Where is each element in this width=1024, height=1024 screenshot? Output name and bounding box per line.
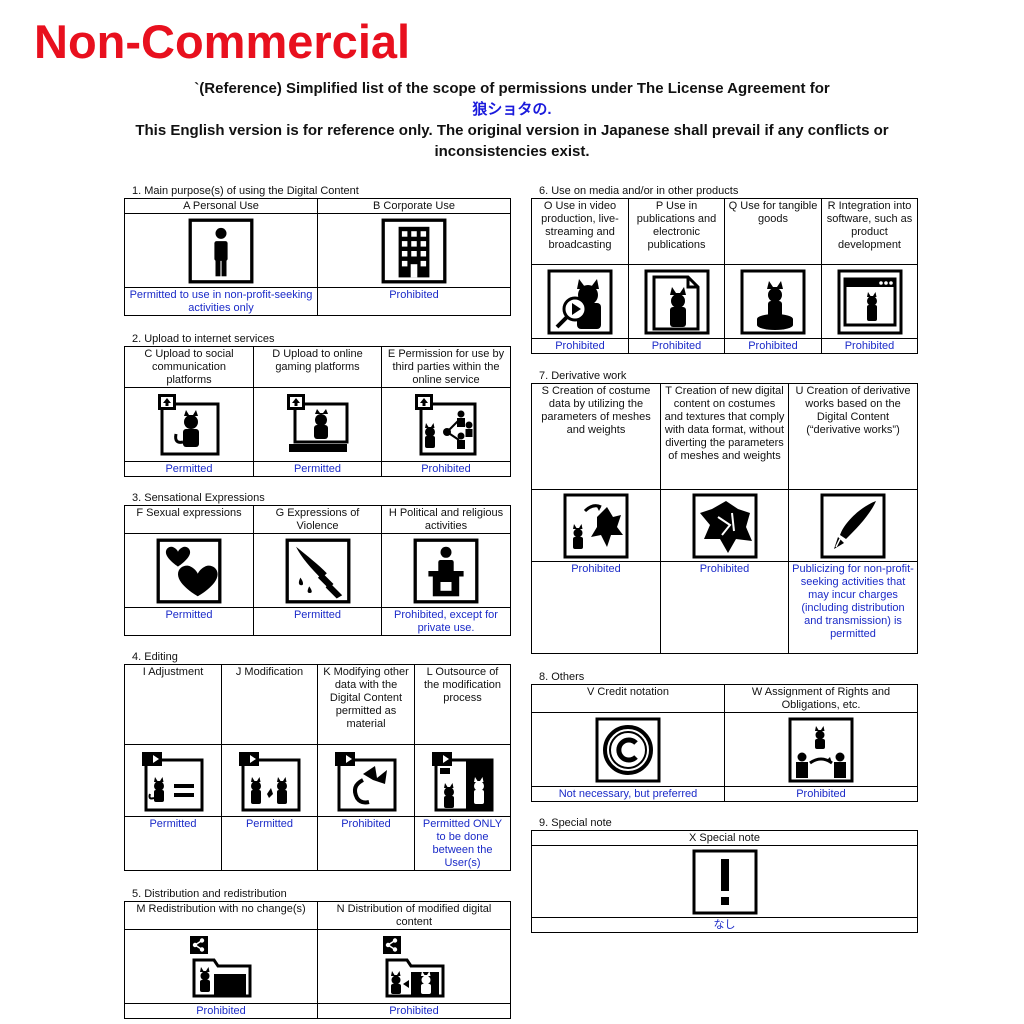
section-title: 8. Others: [539, 671, 585, 683]
status-X: なし: [531, 917, 918, 933]
item-label-O: O Use in video production, live-streamin…: [531, 198, 629, 265]
figure-goods-icon: [740, 269, 806, 335]
intro-line-3: This English version is for reference on…: [135, 122, 889, 160]
item-label-S: S Creation of costume data by utilizing …: [531, 383, 661, 490]
section-editing: 4. Editing I Adjustment J Modification K…: [124, 650, 511, 871]
item-label-F: F Sexual expressions: [124, 505, 254, 534]
section-others: 8. Others V Credit notation W Assignment…: [531, 670, 918, 802]
section-distribution: 5. Distribution and redistribution M Red…: [124, 887, 511, 1019]
software-window-icon: [837, 269, 903, 335]
intro-line-2: 狼ショタの.: [472, 101, 552, 118]
section-title: 1. Main purpose(s) of using the Digital …: [132, 185, 359, 197]
hearts-icon: [156, 538, 222, 604]
publication-icon: [644, 269, 710, 335]
status-W: Prohibited: [724, 786, 918, 802]
item-label-R: R Integration into software, such as pro…: [821, 198, 918, 265]
building-icon: [381, 218, 447, 284]
distribute-modified-icon: [381, 934, 447, 1000]
status-C: Permitted: [124, 461, 254, 477]
item-label-K: K Modifying other data with the Digital …: [317, 664, 415, 745]
status-H: Prohibited, except for private use.: [381, 607, 511, 636]
status-M: Prohibited: [124, 1003, 318, 1019]
section-title: 6. Use on media and/or in other products: [539, 185, 739, 197]
status-L: Permitted ONLY to be done between the Us…: [414, 816, 511, 871]
status-P: Prohibited: [628, 338, 725, 354]
costume-derive-icon: [563, 493, 629, 559]
section-title: 5. Distribution and redistribution: [132, 888, 287, 900]
item-label-I: I Adjustment: [124, 664, 222, 745]
outsource-icon: [430, 748, 496, 814]
item-label-W: W Assignment of Rights and Obligations, …: [724, 684, 918, 713]
costume-new-icon: [692, 493, 758, 559]
pen-nib-icon: [820, 493, 886, 559]
status-K: Prohibited: [317, 816, 415, 871]
modification-icon: [237, 748, 303, 814]
section-title: 3. Sensational Expressions: [132, 492, 265, 504]
copyright-icon: [595, 717, 661, 783]
item-label-J: J Modification: [221, 664, 318, 745]
section-title: 2. Upload to internet services: [132, 333, 275, 345]
intro-text: `(Reference) Simplified list of the scop…: [100, 78, 924, 162]
status-T: Prohibited: [660, 561, 789, 654]
status-I: Permitted: [124, 816, 222, 871]
modify-other-data-icon: [333, 748, 399, 814]
status-S: Prohibited: [531, 561, 661, 654]
item-label-X: X Special note: [531, 830, 918, 846]
adjustment-icon: [140, 748, 206, 814]
upload-gaming-icon: [285, 392, 351, 458]
section-title: 9. Special note: [539, 817, 612, 829]
item-label-B: B Corporate Use: [317, 198, 511, 214]
podium-icon: [413, 538, 479, 604]
status-F: Permitted: [124, 607, 254, 636]
section-main-purpose: 1. Main purpose(s) of using the Digital …: [124, 184, 511, 316]
intro-line-1: `(Reference) Simplified list of the scop…: [194, 80, 830, 97]
status-D: Permitted: [253, 461, 382, 477]
item-label-G: G Expressions of Violence: [253, 505, 382, 534]
section-media: 6. Use on media and/or in other products…: [531, 184, 918, 354]
section-title: 7. Derivative work: [539, 370, 627, 382]
knife-icon: [285, 538, 351, 604]
section-sensational: 3. Sensational Expressions F Sexual expr…: [124, 491, 511, 636]
item-label-Q: Q Use for tangible goods: [724, 198, 822, 265]
status-G: Permitted: [253, 607, 382, 636]
item-label-D: D Upload to online gaming platforms: [253, 346, 382, 388]
status-Q: Prohibited: [724, 338, 822, 354]
share-third-party-icon: [413, 392, 479, 458]
item-label-M: M Redistribution with no change(s): [124, 901, 318, 930]
status-V: Not necessary, but preferred: [531, 786, 725, 802]
status-N: Prohibited: [317, 1003, 511, 1019]
redistribute-folder-icon: [188, 934, 254, 1000]
item-label-N: N Distribution of modified digital conte…: [317, 901, 511, 930]
status-E: Prohibited: [381, 461, 511, 477]
item-label-P: P Use in publications and electronic pub…: [628, 198, 725, 265]
status-U: Publicizing for non-profit-seeking activ…: [788, 561, 918, 654]
section-derivative: 7. Derivative work S Creation of costume…: [531, 369, 918, 654]
item-label-A: A Personal Use: [124, 198, 318, 214]
item-label-H: H Political and religious activities: [381, 505, 511, 534]
status-R: Prohibited: [821, 338, 918, 354]
status-A: Permitted to use in non-profit-seeking a…: [124, 287, 318, 316]
item-label-T: T Creation of new digital content on cos…: [660, 383, 789, 490]
person-icon: [188, 218, 254, 284]
video-play-icon: [547, 269, 613, 335]
section-title: 4. Editing: [132, 651, 178, 663]
item-label-C: C Upload to social communication platfor…: [124, 346, 254, 388]
item-label-L: L Outsource of the modification process: [414, 664, 511, 745]
status-O: Prohibited: [531, 338, 629, 354]
status-B: Prohibited: [317, 287, 511, 316]
item-label-E: E Permission for use by third parties wi…: [381, 346, 511, 388]
item-label-V: V Credit notation: [531, 684, 725, 713]
upload-social-icon: [156, 392, 222, 458]
assignment-icon: [788, 717, 854, 783]
status-J: Permitted: [221, 816, 318, 871]
section-special-note: 9. Special note X Special note なし: [531, 816, 918, 933]
section-upload: 2. Upload to internet services C Upload …: [124, 332, 511, 477]
license-banner: Non-Commercial: [34, 15, 411, 68]
exclamation-icon: [692, 849, 758, 915]
item-label-U: U Creation of derivative works based on …: [788, 383, 918, 490]
